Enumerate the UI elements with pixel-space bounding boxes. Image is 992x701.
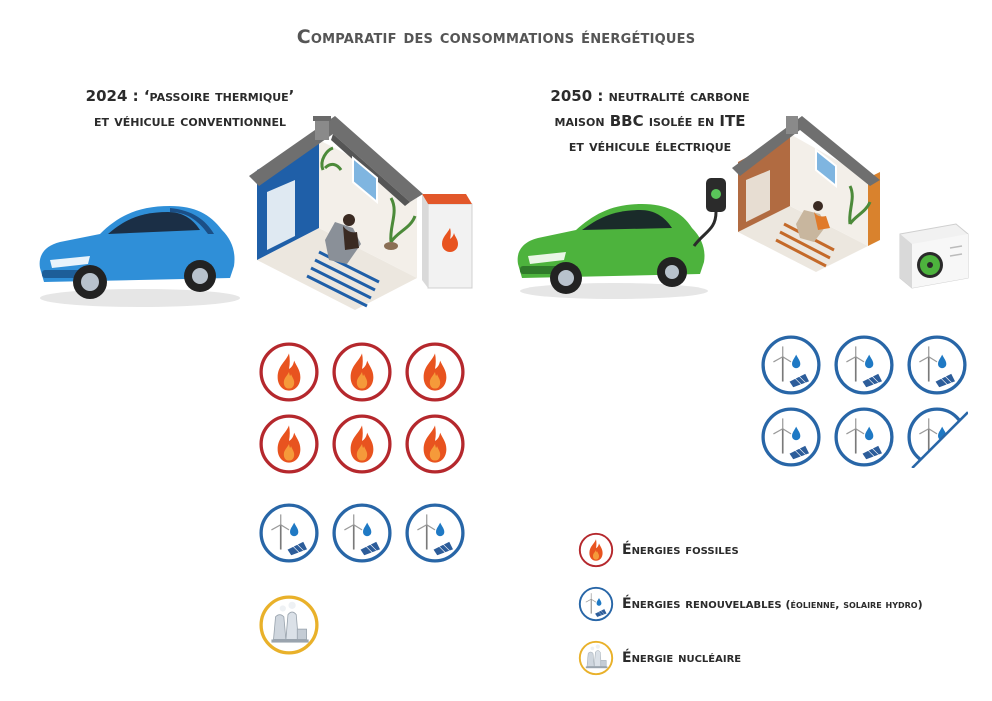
scenario-2050-line1: 2050 : neutralité carbone [550, 87, 750, 105]
page-title: Comparatif des consommations énergétique… [296, 26, 696, 48]
renewable-energy-unit-2 [331, 502, 393, 564]
renewable-energy-unit-4 [760, 406, 822, 468]
legend-label-renewable-detail: (éolienne, solaire hydro) [785, 597, 923, 611]
scenario-2050-line3: et véhicule électrique [568, 137, 732, 155]
renewable-energy-unit-3 [906, 334, 968, 396]
nuclear-energy-unit-1 [258, 594, 320, 656]
scenario-2050-title: 2050 : neutralité carbone maison BBC iso… [500, 84, 800, 159]
fossil-energy-unit-6 [404, 413, 466, 475]
fossil-energy-unit-2 [331, 341, 393, 403]
gas-boiler-icon [422, 194, 473, 289]
ev-charger-icon [692, 178, 726, 247]
renewable-energy-unit-6 [906, 406, 968, 468]
fossil-energy-unit-5 [331, 413, 393, 475]
nuclear-plant-icon [578, 640, 614, 676]
bbc-house-illustration [732, 116, 880, 272]
renewable-energy-unit-2 [833, 334, 895, 396]
renewable-energy-unit-5 [833, 406, 895, 468]
legend-label-renewable: Énergies renouvelables [622, 596, 782, 612]
fossil-energy-unit-4 [258, 413, 320, 475]
legend-label-nuclear: Énergie nucléaire [622, 650, 742, 666]
conventional-car-illustration [39, 206, 240, 307]
legend-item-nuclear: Énergie nucléaire [578, 640, 741, 676]
renewable-energy-unit-1 [760, 334, 822, 396]
fossil-energy-unit-3 [404, 341, 466, 403]
wind-solar-hydro-icon [578, 586, 614, 622]
renewable-energy-unit-1 [258, 502, 320, 564]
scenario-2050-line2: maison BBC isolée en ITE [554, 112, 746, 130]
scenario-2024-line2: et véhicule conventionnel [93, 112, 287, 130]
renewable-energy-unit-3 [404, 502, 466, 564]
scenario-2024-title: 2024 : ‘passoire thermique’ et véhicule … [40, 84, 340, 134]
thermal-sieve-house-illustration [249, 116, 423, 310]
legend-item-fossil: Énergies fossiles [578, 532, 739, 568]
electric-car-illustration [517, 204, 708, 299]
legend-item-renewable: Énergies renouvelables (éolienne, solair… [578, 586, 923, 622]
scenario-2024-line1: 2024 : ‘passoire thermique’ [85, 87, 295, 105]
fossil-energy-unit-1 [258, 341, 320, 403]
flame-icon [578, 532, 614, 568]
legend-label-fossil: Énergies fossiles [622, 542, 739, 558]
heat-pump-icon [899, 223, 969, 289]
